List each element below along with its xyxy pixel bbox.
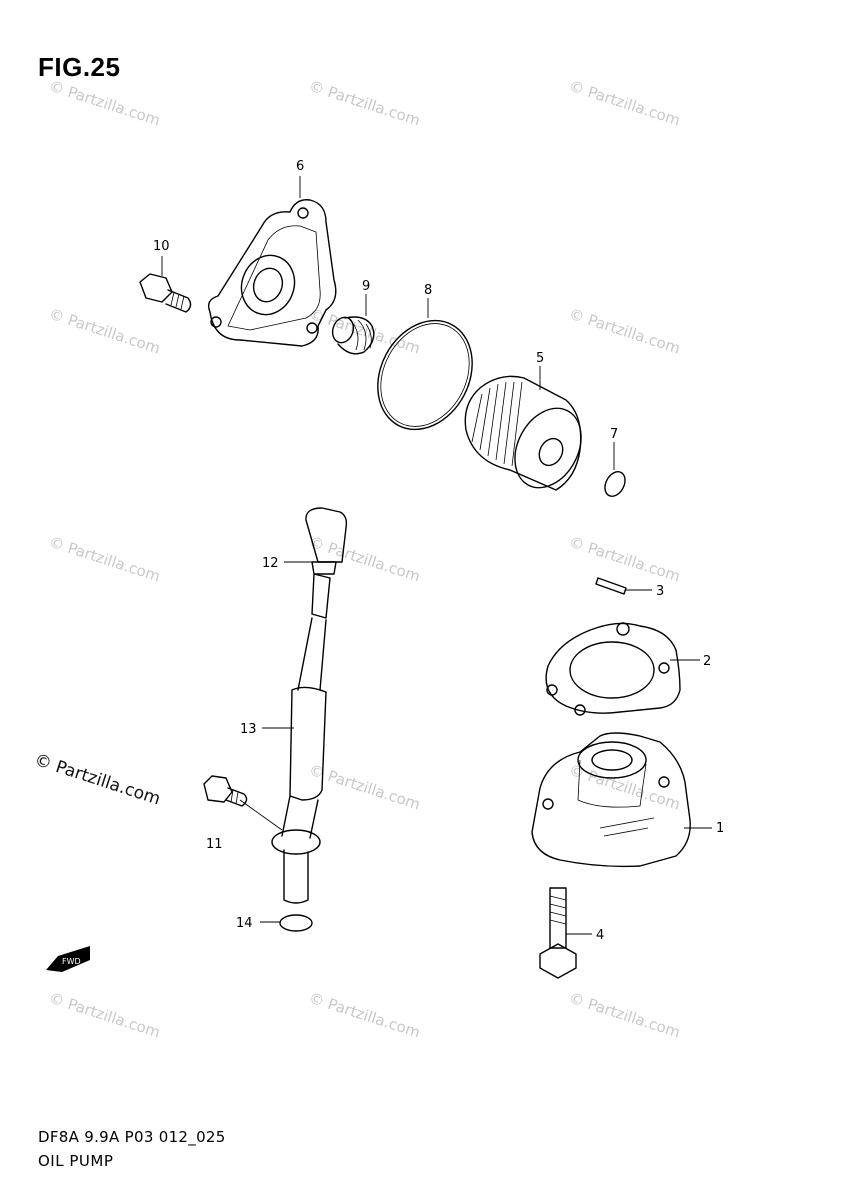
leader-lines (161, 176, 712, 935)
watermark-text: © Partzilla.com (47, 305, 163, 358)
figure-name: OIL PUMP (38, 1152, 114, 1170)
part-6-pump-cover (207, 199, 337, 347)
callout-1: 1 (716, 821, 724, 836)
part-14-o-ring (279, 914, 313, 932)
part-10-bolt (139, 273, 192, 313)
watermark-text: © Partzilla.com (567, 533, 683, 586)
callout-10: 10 (153, 239, 170, 254)
part-8-o-ring-inner (380, 323, 470, 427)
callout-6: 6 (296, 159, 304, 174)
figure-code: DF8A 9.9A P03 012_025 (38, 1128, 226, 1146)
callout-11: 11 (206, 837, 223, 852)
watermark-text: © Partzilla.com (47, 77, 163, 130)
callout-12: 12 (262, 556, 279, 571)
part-strainer-tube (271, 829, 321, 904)
callout-5: 5 (536, 351, 544, 366)
part-9-spring (331, 316, 375, 355)
part-3-dowel-pin (595, 577, 627, 595)
watermark-grid: © Partzilla.com © Partzilla.com © Partzi… (47, 77, 683, 1042)
part-5-oil-filter (464, 375, 582, 491)
figure-title: FIG.25 (38, 52, 121, 82)
part-4-bolt (539, 887, 577, 979)
watermark-text: © Partzilla.com (307, 761, 423, 814)
part-11-bolt (203, 775, 248, 807)
part-8-o-ring (377, 319, 473, 431)
callout-labels: 1 2 3 4 5 6 7 8 9 10 11 12 13 14 (153, 159, 724, 943)
part-2-gasket (545, 622, 681, 716)
callout-8: 8 (424, 283, 432, 298)
part-7-small-o-ring (604, 471, 626, 497)
watermark-text: © Partzilla.com (307, 989, 423, 1042)
callout-13: 13 (240, 722, 257, 737)
callout-3: 3 (656, 584, 664, 599)
callout-2: 2 (703, 654, 711, 669)
watermark-text: © Partzilla.com (47, 989, 163, 1042)
watermark-text: © Partzilla.com (567, 989, 683, 1042)
watermark-text: © Partzilla.com (567, 77, 683, 130)
callout-14: 14 (236, 916, 253, 931)
part-13-oil-pipe (281, 617, 327, 839)
part-12-strainer-cap (305, 507, 348, 619)
callout-4: 4 (596, 928, 604, 943)
fwd-arrow-icon: FWD (46, 946, 90, 972)
watermark-text: © Partzilla.com (307, 533, 423, 586)
watermark-text: © Partzilla.com (47, 533, 163, 586)
fwd-label: FWD (62, 957, 81, 966)
part-1-pump-body (531, 732, 691, 868)
callout-7: 7 (610, 427, 618, 442)
watermark-text: © Partzilla.com (307, 77, 423, 130)
callout-9: 9 (362, 279, 370, 294)
watermark-text: © Partzilla.com (567, 305, 683, 358)
